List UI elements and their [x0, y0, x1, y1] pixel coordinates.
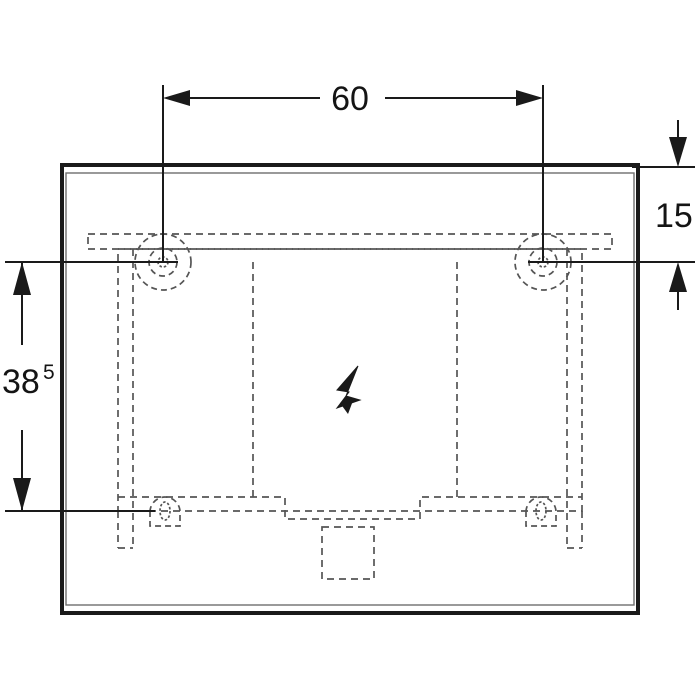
- dim-60-arrow-right: [516, 90, 543, 106]
- lightning-bolt-tip: [340, 398, 354, 414]
- dim-15-arrow-up: [669, 262, 687, 292]
- dim-385-arrow-down: [13, 478, 31, 511]
- cabinet-outline: [60, 163, 640, 615]
- lightning-bolt-icon: [335, 365, 362, 414]
- bottom-tray: [118, 496, 582, 520]
- slot-bottom-right-bore: [535, 501, 547, 521]
- dimension-height-38-5: [13, 262, 31, 511]
- top-rail: [87, 233, 613, 250]
- dimension-width-60: [163, 90, 543, 106]
- bottom-socket: [321, 526, 375, 580]
- slot-bottom-right: [525, 496, 557, 527]
- dimension-label-height: 38: [2, 363, 40, 401]
- dim-15-arrow-down: [669, 137, 687, 167]
- hidden-geometry: [87, 233, 613, 580]
- dim-60-arrow-left: [163, 90, 190, 106]
- slot-bottom-left: [149, 496, 181, 527]
- leader-lines: [5, 85, 695, 512]
- cabinet-outline-inner: [65, 172, 635, 606]
- dimension-offset-15: [669, 120, 687, 310]
- body-outline: [117, 248, 583, 512]
- dimension-label-offset: 15: [655, 197, 693, 235]
- dimension-label-height-superscript: 5: [43, 361, 55, 384]
- dimension-label-width: 60: [331, 80, 369, 118]
- cabinet-outline-outer: [60, 163, 640, 615]
- dim-385-arrow-up: [13, 262, 31, 295]
- slot-bottom-left-bore: [159, 501, 171, 521]
- lightning-bolt-body: [335, 365, 362, 410]
